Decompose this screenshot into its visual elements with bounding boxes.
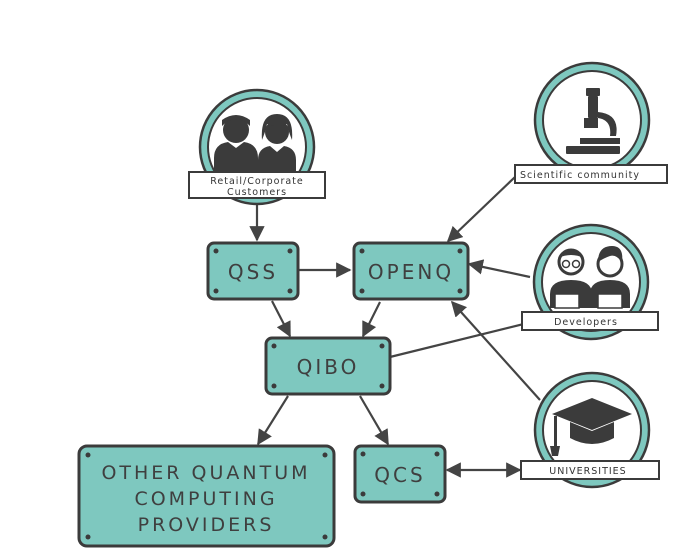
other-providers-line2: COMPUTING — [134, 488, 277, 510]
openq-label: OPENQ — [368, 260, 454, 284]
arrow-qibo-to-other — [257, 395, 289, 446]
people-icon — [214, 114, 296, 172]
qcs-label: QCS — [374, 463, 425, 487]
arrow-universities-to-openq — [450, 300, 541, 401]
arrow-qibo-to-developers — [389, 315, 542, 359]
customers-label-line2: Customers — [227, 187, 287, 198]
actor-universities: UNIVERSITIES — [520, 371, 660, 489]
arrow-qibo-to-qcs — [359, 395, 389, 446]
graduation-cap-icon — [550, 398, 632, 456]
actor-developers: Developers — [521, 223, 659, 341]
other-providers-line1: OTHER QUANTUM — [101, 462, 310, 484]
developers-label: Developers — [554, 317, 618, 328]
developers-icon — [550, 246, 630, 309]
box-qcs: QCS — [353, 444, 447, 504]
other-providers-line3: PROVIDERS — [138, 514, 275, 536]
connectors — [249, 176, 542, 478]
actor-scientific: Scientific community — [514, 61, 668, 184]
universities-label: UNIVERSITIES — [549, 466, 626, 477]
microscope-icon — [566, 88, 620, 154]
qibo-label: QIBO — [297, 355, 360, 379]
scientific-label: Scientific community — [520, 170, 640, 181]
arrow-qss-to-qibo — [271, 300, 291, 338]
arrow-openq-to-qibo — [362, 301, 381, 338]
actor-customers: Retail/Corporate Customers — [188, 88, 326, 206]
qss-label: QSS — [228, 260, 278, 284]
box-qss: QSS — [206, 241, 300, 301]
box-other-providers: OTHER QUANTUM COMPUTING PROVIDERS — [77, 444, 336, 548]
arrow-scientific-to-openq — [446, 176, 516, 243]
box-qibo: QIBO — [264, 336, 392, 396]
box-openq: OPENQ — [352, 241, 470, 301]
arrow-developers-to-openq — [467, 259, 531, 279]
customers-label-line1: Retail/Corporate — [210, 176, 304, 187]
